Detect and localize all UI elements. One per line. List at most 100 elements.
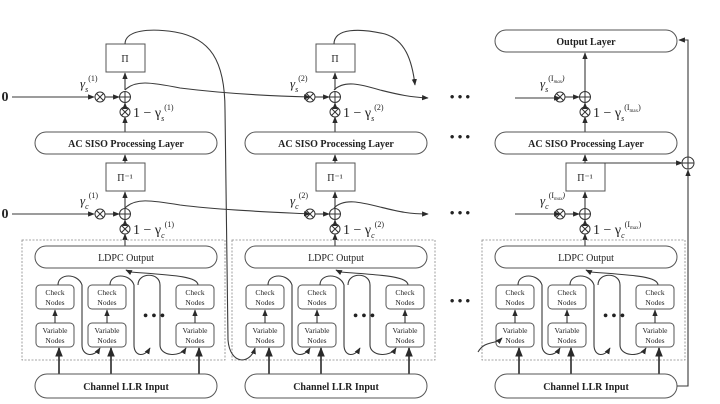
multiplier-one-minus-gamma-s-icon [579,106,591,118]
gamma-s-label: γs(1) [80,74,98,94]
ldpc-output-feed [335,269,409,286]
one-minus-gamma-c-label: 1 − γc(1) [133,220,174,240]
zero-input-c: 0 [2,207,9,222]
message-passing-curve [569,275,611,355]
ldpc-output-box [494,245,678,269]
check-nodes-label: Nodes [97,298,116,307]
variable-nodes-label: Variable [95,326,121,335]
ldpc-decoder-container [481,239,686,361]
message-passing-curve [267,275,311,355]
check-nodes-label: Check [557,288,576,297]
multiplier-one-minus-gamma-c-icon [579,223,591,235]
pi-feed-col1-to-col2 [124,29,256,361]
pi-feed-into-col3 [477,337,503,353]
interleaver-label: Π [331,54,338,65]
zero-input-s: 0 [2,90,9,105]
multiplier-gamma-s-icon [94,91,106,103]
check-nodes-label: Nodes [45,298,64,307]
ellipsis-ldpc: • • • [450,293,471,308]
node-ellipsis: • • • [143,309,165,324]
variable-nodes-label: Nodes [557,336,576,345]
gamma-s-label: γs(2) [290,74,308,94]
one-minus-gamma-s-label: 1 − γs(Imax) [593,103,641,123]
soft-feed-c-col1-to-col2 [124,200,311,217]
check-nodes-label: Nodes [395,298,414,307]
channel-llr-input-box [244,373,428,399]
pi-feed-col2-out [333,29,417,86]
final-adder-to-output [678,37,689,157]
check-nodes-box [35,284,75,310]
ldpc-output-box [34,245,218,269]
node-ellipsis: • • • [353,309,375,324]
check-nodes-box [87,284,127,310]
check-nodes-label: Check [255,288,274,297]
ellipsis-siso: • • • [450,129,471,144]
siso-layer-label: AC SISO Processing Layer [278,139,394,150]
variable-nodes-label: Variable [43,326,69,335]
variable-nodes-label: Nodes [185,336,204,345]
ldpc-output-label: LDPC Output [308,253,364,264]
check-nodes-label: Nodes [505,298,524,307]
check-nodes-label: Nodes [255,298,274,307]
check-nodes-label: Nodes [557,298,576,307]
deinterleaver-box [105,162,146,192]
check-nodes-box [245,284,285,310]
column-iter1: Πγs(1)1 − γs(1)0AC SISO Processing Layer… [2,43,226,399]
siso-layer-box [34,131,218,155]
interleaver-box [315,43,356,73]
siso-layer-label: AC SISO Processing Layer [68,139,184,150]
adder-s-icon [119,91,131,103]
channel-llr-input-box [34,373,218,399]
adder-c-icon [119,208,131,220]
multiplier-one-minus-gamma-c-icon [119,223,131,235]
check-nodes-label: Check [505,288,524,297]
soft-feed-s-col2-out [333,83,429,101]
variable-nodes-label: Variable [253,326,279,335]
variable-nodes-label: Variable [393,326,419,335]
column-iter2: Πγs(2)1 − γs(2)AC SISO Processing LayerΠ… [231,43,436,399]
variable-nodes-label: Nodes [97,336,116,345]
multiplier-one-minus-gamma-s-icon [119,106,131,118]
one-minus-gamma-c-label: 1 − γc(Imax) [593,220,642,240]
gamma-s-label: γs(Imax) [540,74,565,94]
check-nodes-label: Check [307,288,326,297]
check-nodes-label: Check [645,288,664,297]
check-nodes-label: Nodes [307,298,326,307]
output-layer-box [494,29,678,53]
ldpc-output-label: LDPC Output [558,253,614,264]
deinterleaver-label: Π⁻¹ [327,173,343,184]
channel-llr-input-label: Channel LLR Input [83,382,169,393]
check-nodes-box [385,284,425,310]
message-passing-curve [319,275,361,355]
check-nodes-box [547,284,587,310]
check-nodes-label: Check [97,288,116,297]
multiplier-one-minus-gamma-c-icon [329,223,341,235]
variable-nodes-label: Nodes [255,336,274,345]
check-nodes-label: Nodes [645,298,664,307]
siso-layer-box [244,131,428,155]
variable-nodes-label: Nodes [395,336,414,345]
message-passing-curve [109,275,151,355]
variable-nodes-label: Nodes [45,336,64,345]
check-nodes-label: Check [45,288,64,297]
message-passing-curve [597,274,647,355]
message-passing-curve [517,275,561,355]
variable-nodes-label: Variable [305,326,331,335]
check-nodes-label: Check [185,288,204,297]
siso-layer-box [494,131,678,155]
output-layer-label: Output Layer [556,37,616,48]
adder-s-icon [329,91,341,103]
check-nodes-box [297,284,337,310]
variable-nodes-label: Nodes [645,336,664,345]
check-nodes-box [635,284,675,310]
soft-feed-c-col2-out [333,201,429,217]
multiplier-gamma-c-icon [94,208,106,220]
